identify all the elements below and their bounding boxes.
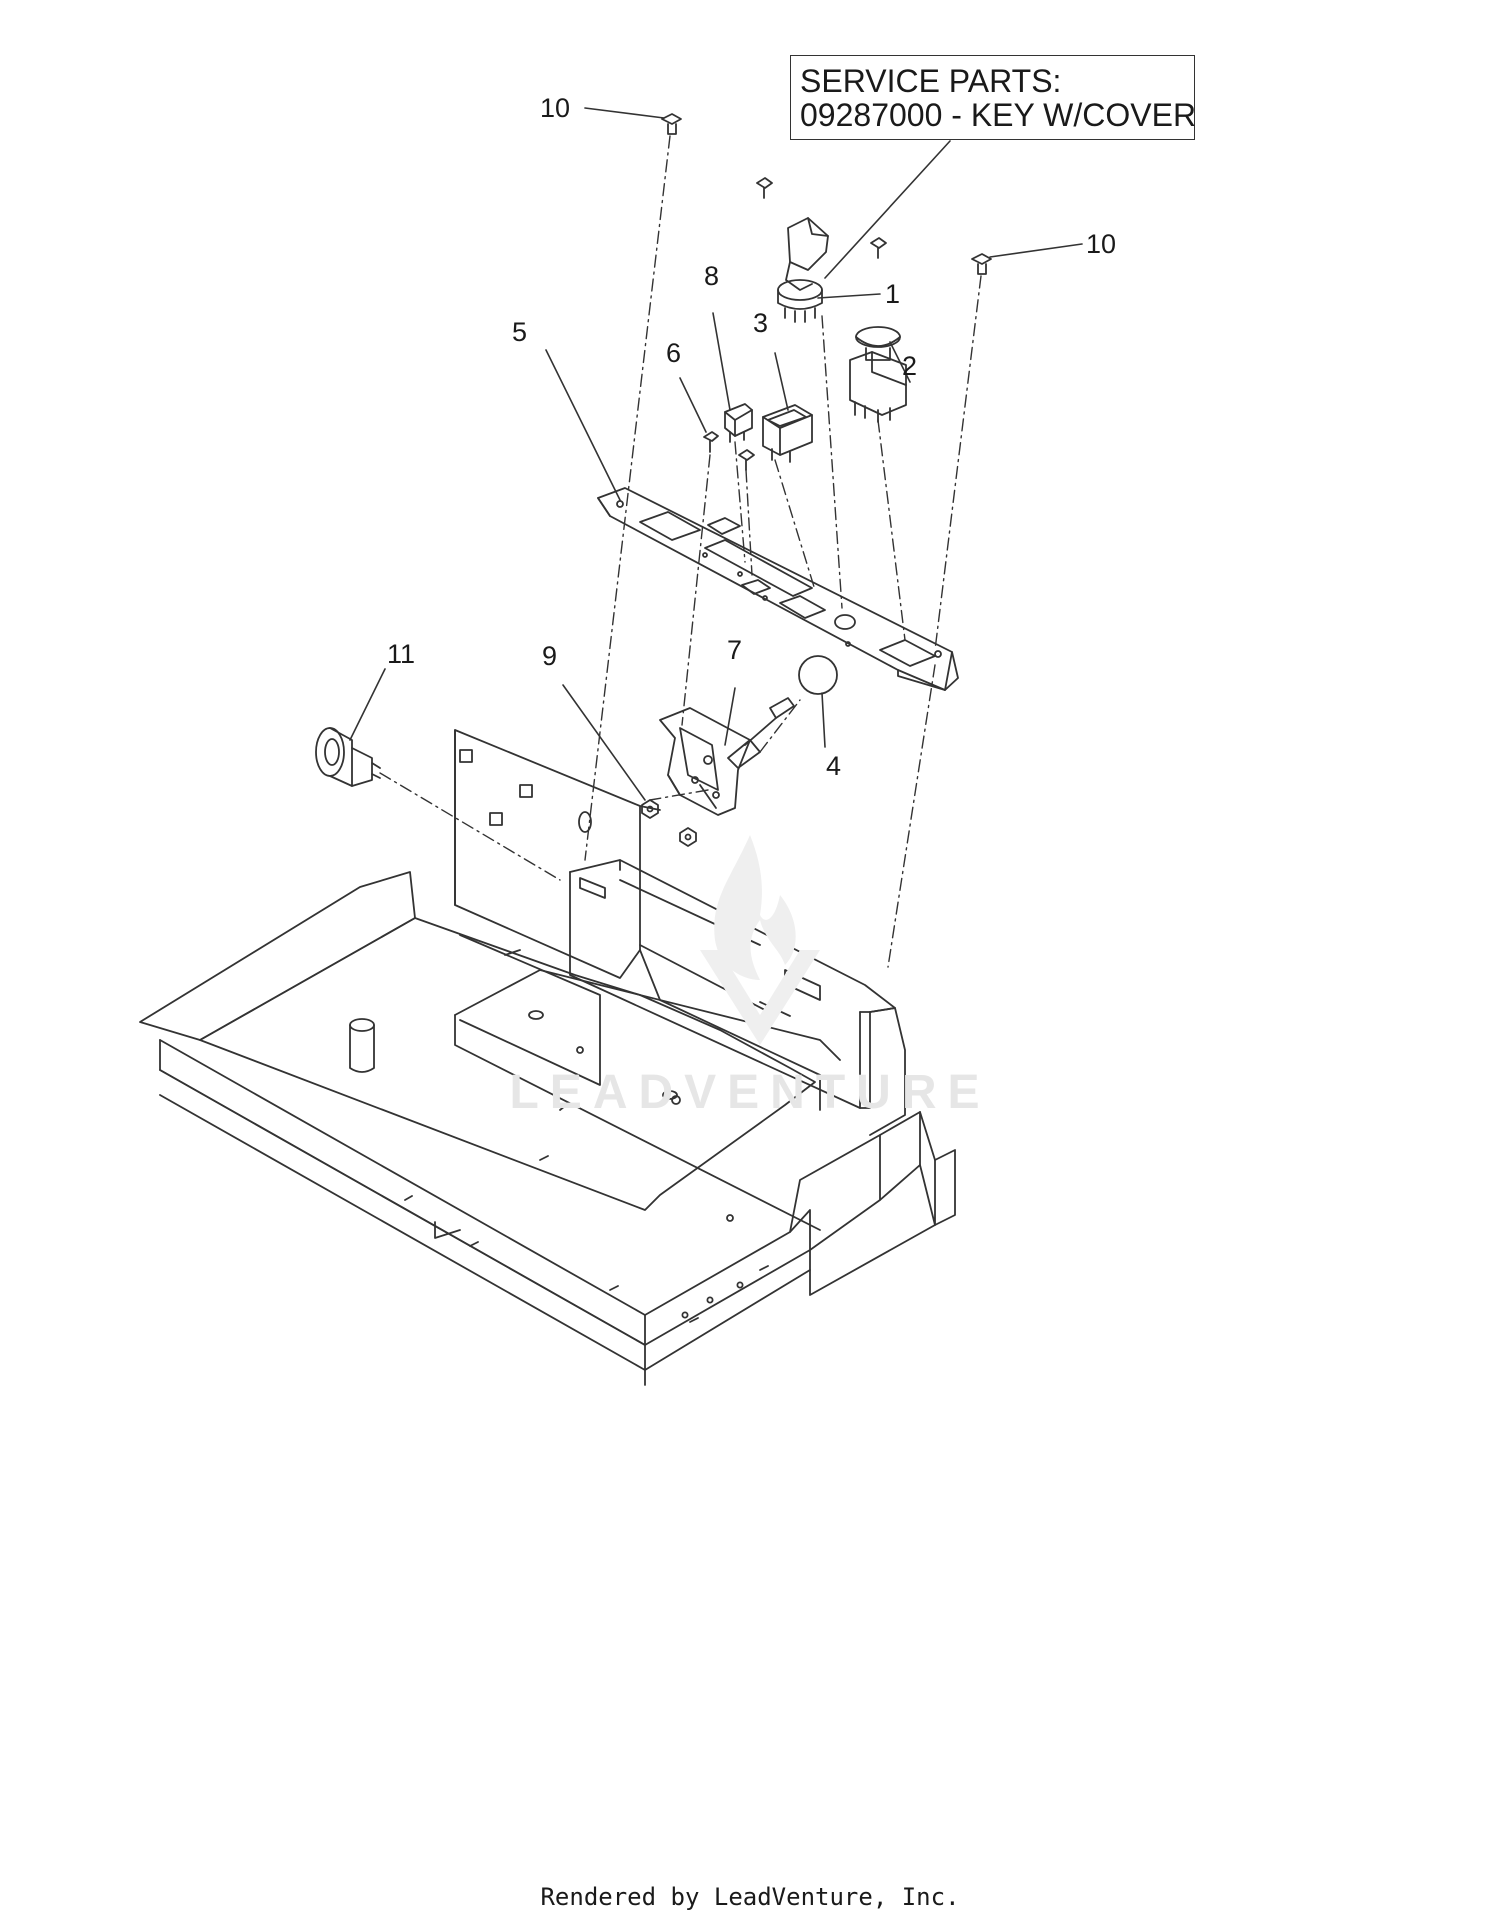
small-screws [738,177,887,471]
lock-nut-part [641,799,697,847]
callout-5[interactable]: 5 [512,317,528,347]
callout-10-left[interactable]: 10 [540,93,571,123]
panel-screw-part [703,431,719,453]
console-upright [454,729,906,1136]
rocker-switch-part [762,404,813,463]
callout-2[interactable]: 2 [902,351,918,381]
deck-post [349,1018,375,1073]
bolt-10-right [971,253,992,275]
service-parts-box: SERVICE PARTS: 09287000 - KEY W/COVER [790,55,1197,140]
render-credit-footer: Rendered by LeadVenture, Inc. [540,1883,960,1911]
leadventure-watermark-text: LEADVENTURE [509,1066,991,1119]
callout-10-right[interactable]: 10 [1086,229,1117,259]
callout-4[interactable]: 4 [826,751,842,781]
callout-7[interactable]: 7 [727,635,743,665]
service-parts-key-entry: 09287000 - KEY W/COVER [800,97,1197,133]
seat-switch-part [724,403,753,443]
callout-9[interactable]: 9 [542,641,558,671]
leadventure-watermark-logo [700,835,820,1045]
callout-11[interactable]: 11 [387,639,416,669]
control-panel-plate [597,487,959,691]
assembly-lines [379,135,982,968]
callout-3[interactable]: 3 [753,308,769,338]
service-parts-title: SERVICE PARTS: [800,63,1062,99]
pto-switch-part [849,326,907,423]
callout-1[interactable]: 1 [885,279,901,309]
bolt-10-left [661,113,682,135]
callout-leaders [349,107,1083,801]
callout-8[interactable]: 8 [704,261,720,291]
hour-meter-part [315,727,381,787]
callout-6[interactable]: 6 [666,338,682,368]
deck-frame [139,871,956,1386]
throttle-control-part [659,655,838,816]
key-switch-part [777,217,829,323]
